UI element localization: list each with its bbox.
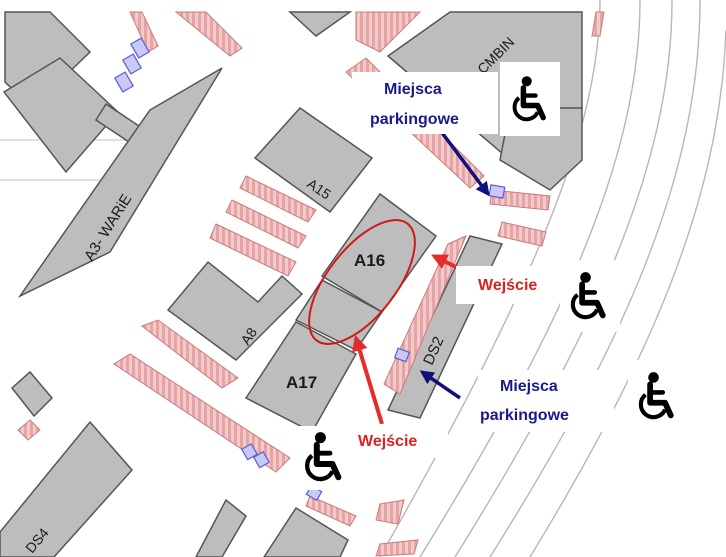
entrance-label-right: Wejście (478, 277, 537, 294)
parking-label-right-line1: Miejsca (500, 378, 558, 395)
parking-ds2-right (497, 221, 547, 247)
building-a8 (166, 260, 304, 361)
disabled-spot (113, 71, 135, 93)
parking-top-right-strip (591, 11, 605, 37)
parking-label-right-line2: parkingowe (480, 407, 569, 424)
building-bottom-center (195, 498, 247, 557)
annotation-boxes (296, 62, 688, 490)
parking-a8-left (140, 319, 239, 389)
building-a15 (253, 107, 374, 214)
parking-small-left (17, 419, 41, 441)
disabled-spot (252, 450, 271, 469)
parking-label-top-line1: Miejsca (384, 81, 442, 98)
disabled-spot (129, 37, 151, 59)
disabled-spot (393, 347, 411, 363)
a16-highlight-ring (308, 219, 416, 345)
entrance-arrow-bottom (352, 334, 384, 425)
parking-top-strip-3 (355, 11, 422, 53)
parking-bottom-3 (375, 539, 419, 557)
disabled-spot (488, 184, 506, 199)
parking-a15-left-3 (209, 223, 297, 277)
entrance-label-bottom: Wejście (358, 433, 417, 450)
parking-annotations: Miejsca parkingowe Miejsca parkingowe (370, 81, 569, 424)
parking-bottom-1 (305, 495, 357, 527)
parking-a15-left-2 (225, 199, 307, 249)
building-bottom-right (263, 506, 349, 557)
building-top-center (288, 11, 353, 37)
parking-long-diagonal (113, 353, 291, 473)
parking-arrow-right (419, 370, 461, 400)
label-a17: A17 (286, 373, 317, 392)
parking-a15-left-1 (239, 175, 317, 223)
label-a16: A16 (354, 251, 385, 270)
disabled-spot (121, 53, 143, 75)
building-small-left (10, 370, 54, 418)
parking-cmbin-bottom (489, 189, 551, 211)
building-a17 (244, 321, 358, 433)
buildings (0, 11, 583, 557)
entrance-annotations: Wejście Wejście (358, 277, 537, 450)
disabled-parking-spots (113, 37, 506, 502)
building-ds4 (0, 420, 134, 557)
disabled-spot (240, 442, 259, 461)
building-a3 (17, 67, 223, 298)
parking-bottom-2 (375, 499, 405, 525)
parking-label-top-line2: parkingowe (370, 111, 459, 128)
parking-top-left-strip (174, 11, 243, 57)
